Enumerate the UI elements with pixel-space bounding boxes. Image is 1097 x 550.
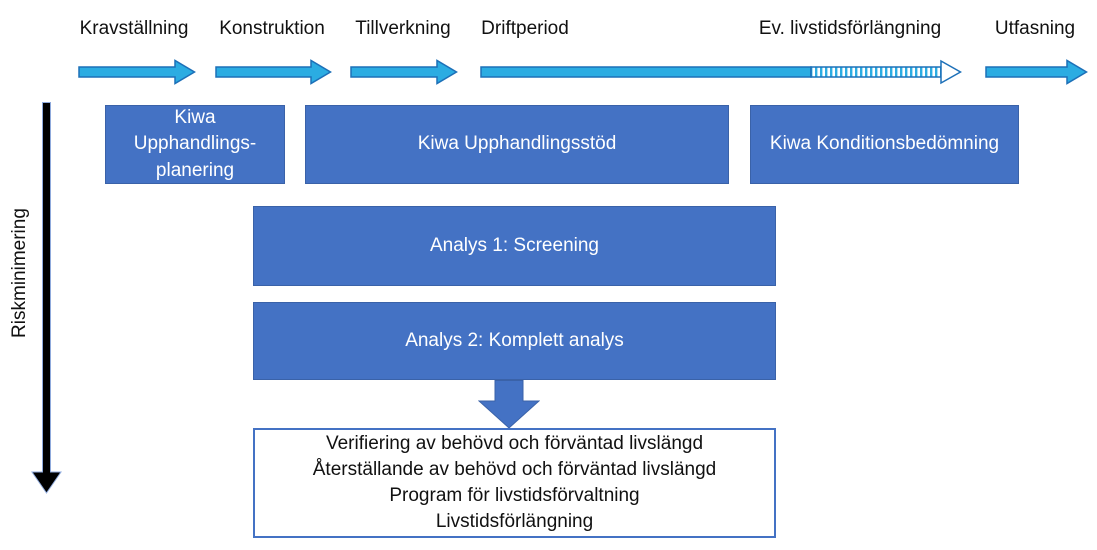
timeline-arrow-3-icon bbox=[350, 59, 458, 85]
timeline-arrow-1-icon bbox=[78, 59, 196, 85]
risk-minimisation-arrow-icon bbox=[31, 102, 62, 494]
box-kiwa-konditionsbedomning: Kiwa Konditionsbedömning bbox=[750, 105, 1019, 184]
timeline-arrow-2-icon bbox=[215, 59, 332, 85]
box-analys-2-komplett: Analys 2: Komplett analys bbox=[253, 302, 776, 380]
outcome-line: Återställande av behövd och förväntad li… bbox=[312, 459, 717, 480]
timeline-arrow-utfasning-icon bbox=[985, 59, 1088, 85]
phase-label-kravstallning: Kravställning bbox=[79, 18, 189, 39]
risk-minimisation-label: Riskminimering bbox=[9, 208, 30, 338]
phase-label-driftperiod: Driftperiod bbox=[481, 18, 569, 39]
phase-label-konstruktion: Konstruktion bbox=[219, 18, 325, 39]
box-analys-1-screening: Analys 1: Screening bbox=[253, 206, 776, 286]
outcome-line: Program för livstidsförvaltning bbox=[389, 485, 640, 506]
outcome-box: Verifiering av behövd och förväntad livs… bbox=[253, 428, 776, 538]
phase-label-livstidsforlangning: Ev. livstidsförlängning bbox=[758, 18, 942, 39]
phase-label-tillverkning: Tillverkning bbox=[355, 18, 451, 39]
phase-label-utfasning: Utfasning bbox=[994, 18, 1076, 39]
outcome-line: Livstidsförlängning bbox=[435, 511, 594, 532]
outcome-line: Verifiering av behövd och förväntad livs… bbox=[325, 433, 704, 454]
timeline-arrow-driftperiod-icon bbox=[480, 59, 962, 85]
box-kiwa-upphandlingsstod: Kiwa Upphandlingsstöd bbox=[305, 105, 729, 184]
down-arrow-icon bbox=[478, 380, 540, 429]
box-kiwa-upphandlingsplanering: Kiwa Upphandlings- planering bbox=[105, 105, 285, 184]
